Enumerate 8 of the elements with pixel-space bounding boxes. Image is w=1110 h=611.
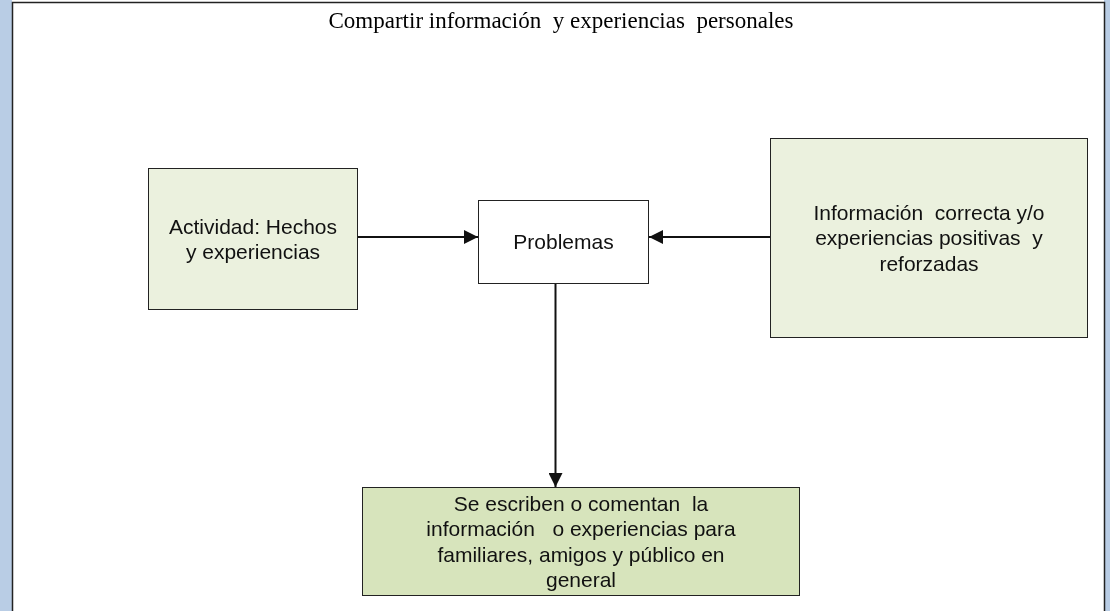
information-box: Información correcta y/o experiencias positivas y reforzadas: [770, 138, 1088, 338]
problem-box: Problemas: [478, 200, 649, 284]
diagram-title: Compartir información y experiencias personales: [327, 8, 795, 34]
activity-box: Actividad: Hechos y experiencias: [148, 168, 358, 310]
arrow: [648, 230, 771, 244]
arrow: [548, 283, 563, 488]
result-box: Se escriben o comentan la información o experiencias para familiares, amigos y público en general: [362, 487, 800, 596]
arrow: [357, 230, 479, 244]
